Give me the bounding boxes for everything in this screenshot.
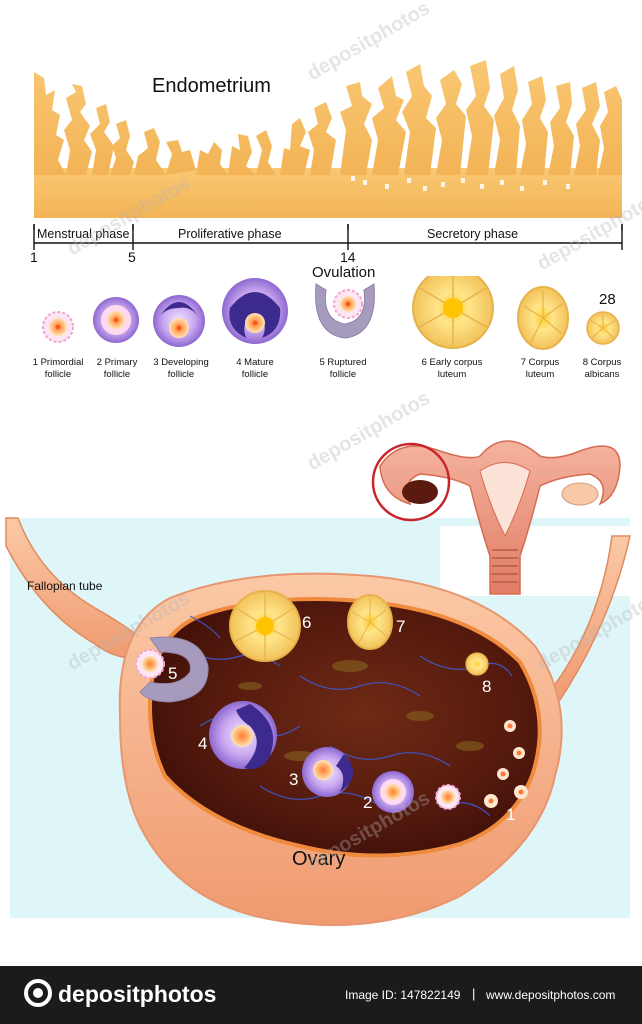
day-28-marker: 28 xyxy=(599,291,616,308)
stage-6-early-corpus-luteum xyxy=(412,276,494,349)
ovary-number-7: 7 xyxy=(396,617,406,636)
depositphotos-logo-icon xyxy=(24,979,52,1007)
day-1-marker: 1 xyxy=(30,249,38,265)
ovary-follicle-6-early-corpus-luteum xyxy=(229,590,301,662)
footer-brand: depositphotos xyxy=(58,981,217,1007)
stage-1-primordial-follicle xyxy=(42,311,74,343)
menstrual-phase-label: Menstrual phase xyxy=(37,227,130,241)
footer-site-link[interactable]: www.depositphotos.com xyxy=(486,988,616,1002)
stage-3-developing-follicle xyxy=(153,295,205,347)
ovary-illustration xyxy=(5,440,631,927)
ovary-number-6: 6 xyxy=(302,613,312,632)
footer-bar: depositphotos Image ID: 147822149 | www.… xyxy=(0,966,642,1024)
endometrium-villi xyxy=(34,60,622,175)
stage-4-mature-follicle xyxy=(222,278,288,344)
ovary-follicle-8-corpus-albicans xyxy=(465,652,489,676)
endometrium-base xyxy=(34,168,622,218)
ovary-number-1: 1 xyxy=(506,805,516,824)
ovary-follicle-7-corpus-luteum xyxy=(347,594,393,650)
proliferative-phase-label: Proliferative phase xyxy=(178,227,282,241)
ovary-follicle-1-cluster xyxy=(435,720,528,810)
stage-7-corpus-luteum xyxy=(517,286,569,350)
highlight-circle xyxy=(371,442,451,522)
endometrium-graphic xyxy=(33,60,623,230)
ovary-follicle-3-developing xyxy=(302,747,354,797)
ovary-label: Ovary xyxy=(292,848,346,870)
day-14-marker: 14 xyxy=(340,249,356,265)
stage-8-corpus-albicans xyxy=(586,311,620,345)
endometrium-cells xyxy=(351,176,570,191)
ovary-follicle-5-ruptured xyxy=(135,636,209,703)
ovary-number-5: 5 xyxy=(168,664,178,683)
follicle-stages xyxy=(42,276,620,350)
stage-2-primary-follicle xyxy=(93,297,139,343)
ovary-number-4: 4 xyxy=(198,734,208,753)
secretory-phase-label: Secretory phase xyxy=(427,227,519,241)
ovary-number-3: 3 xyxy=(289,770,299,789)
ovulation-label: Ovulation xyxy=(312,264,376,281)
uterus-inset xyxy=(371,440,630,596)
footer-image-id: Image ID: 147822149 xyxy=(345,988,461,1002)
phase-timeline-svg xyxy=(33,224,623,250)
day-5-marker: 5 xyxy=(128,249,136,265)
ovary-number-2: 2 xyxy=(363,793,373,812)
ovary-follicle-2-primary xyxy=(372,771,414,813)
fallopian-tube-label: Fallopian tube xyxy=(27,579,103,593)
endometrium-title: Endometrium xyxy=(152,75,271,97)
stage-5-ruptured-follicle xyxy=(315,283,375,339)
footer-separator: | xyxy=(472,986,476,1001)
ovary-number-8: 8 xyxy=(482,677,492,696)
ovary-follicle-4-mature xyxy=(209,701,277,769)
